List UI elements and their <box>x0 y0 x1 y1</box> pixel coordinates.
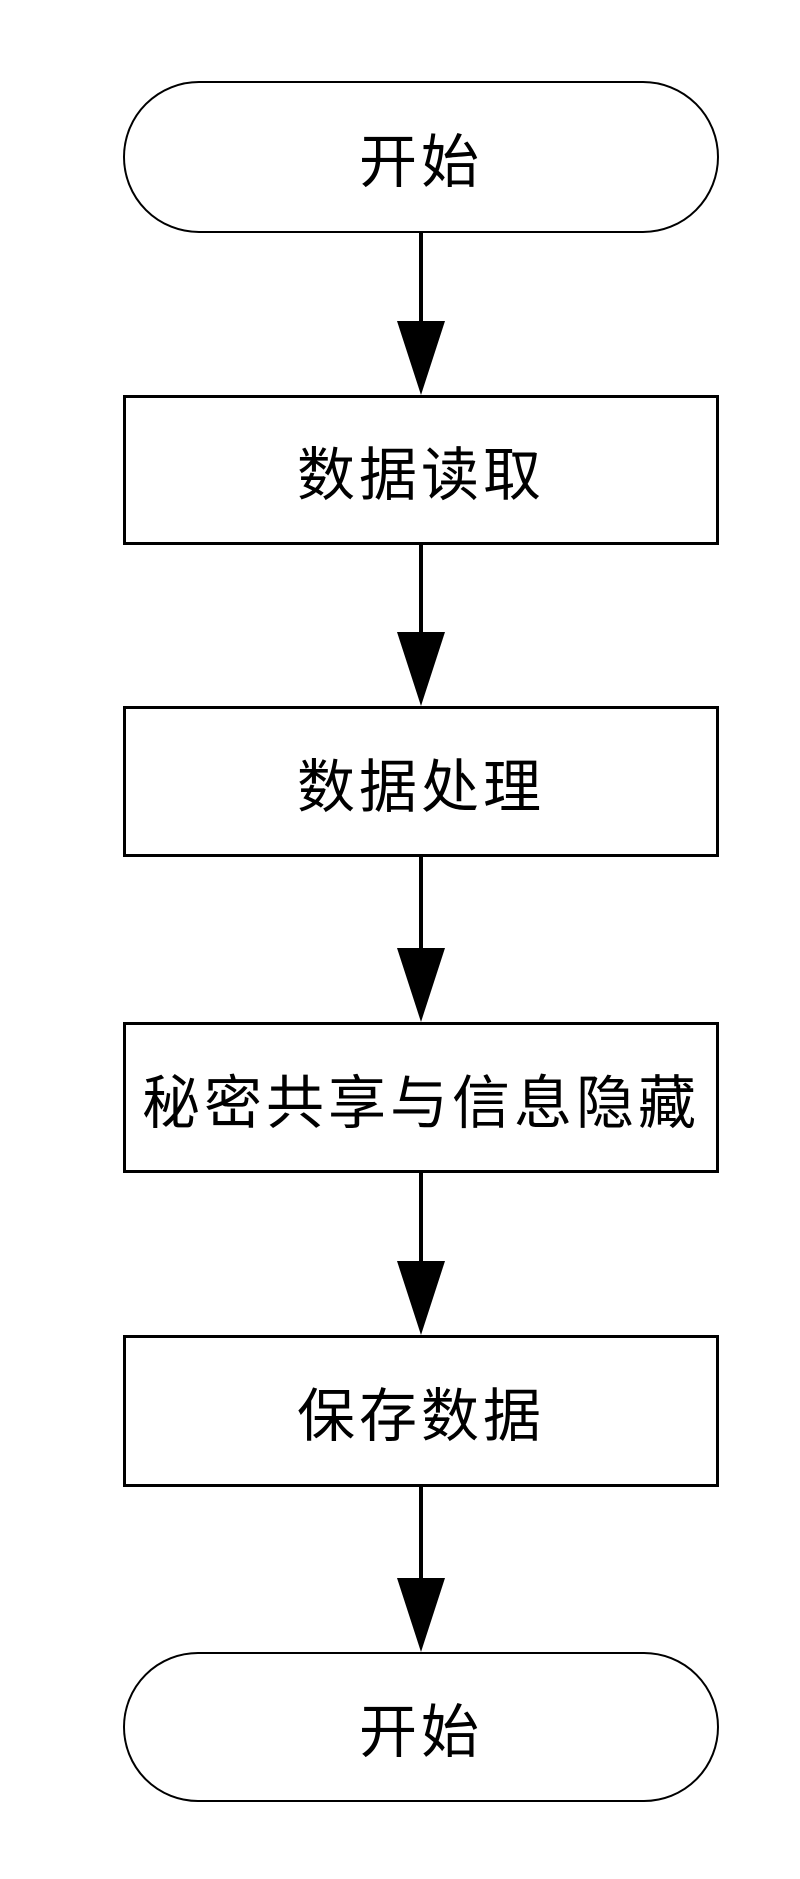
arrowhead-down-icon <box>397 321 445 395</box>
flow-node-save-data: 保存数据 <box>123 1335 719 1487</box>
flow-node-secret-share-hide: 秘密共享与信息隐藏 <box>123 1022 719 1173</box>
flow-node-data-read-label: 数据读取 <box>296 441 545 509</box>
connector-shaft <box>419 1173 423 1261</box>
flow-node-secret-share-hide-label: 秘密共享与信息隐藏 <box>141 1068 700 1137</box>
arrowhead-down-icon <box>397 948 445 1022</box>
flow-node-start-terminator: 开始 <box>123 81 719 233</box>
connector-data-process-to-secret-share-hide <box>397 857 445 1022</box>
flow-node-start-label: 开始 <box>358 128 483 196</box>
flow-node-end-label: 开始 <box>358 1698 483 1766</box>
flow-node-data-process-label: 数据处理 <box>296 752 545 821</box>
flow-node-end-terminator: 开始 <box>123 1652 719 1802</box>
connector-shaft <box>419 1487 423 1578</box>
connector-shaft <box>419 233 423 321</box>
arrowhead-down-icon <box>397 1261 445 1335</box>
arrowhead-down-icon <box>397 632 445 706</box>
connector-start-to-data-read <box>397 233 445 395</box>
arrowhead-down-icon <box>397 1578 445 1652</box>
flow-node-save-data-label: 保存数据 <box>296 1382 545 1450</box>
connector-shaft <box>419 545 423 632</box>
connector-shaft <box>419 857 423 948</box>
flow-node-data-process: 数据处理 <box>123 706 719 857</box>
flow-node-data-read: 数据读取 <box>123 395 719 545</box>
connector-data-read-to-data-process <box>397 545 445 706</box>
connector-secret-share-hide-to-save-data <box>397 1173 445 1335</box>
connector-save-data-to-end <box>397 1487 445 1652</box>
